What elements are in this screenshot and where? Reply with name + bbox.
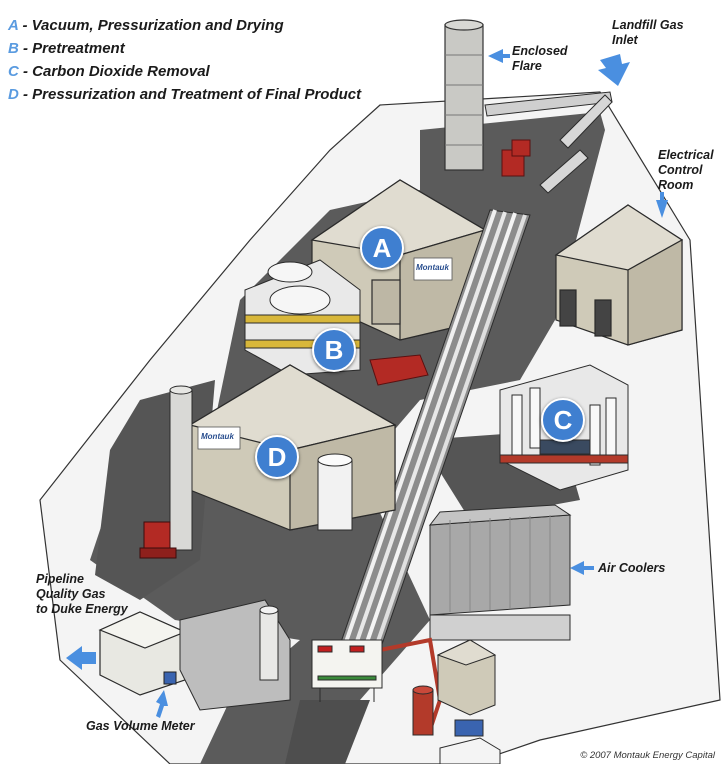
badge-c: C bbox=[541, 398, 585, 442]
gas-meter-arrow bbox=[156, 690, 168, 718]
meter-piping bbox=[179, 599, 291, 711]
legend-letter: A bbox=[8, 17, 19, 34]
gas-volume-meter-label: Gas Volume Meter bbox=[86, 719, 195, 733]
legend-letter: C bbox=[8, 63, 19, 80]
driveway bbox=[285, 700, 370, 764]
flare-body bbox=[444, 24, 484, 171]
red-truck-top-2 bbox=[511, 139, 531, 157]
storage-tank-d bbox=[317, 453, 353, 531]
pump-blue bbox=[454, 719, 484, 737]
legend: A - Vacuum, Pressurization and Drying B … bbox=[8, 14, 361, 106]
legend-letter: D bbox=[8, 86, 19, 103]
legend-text: - Carbon Dioxide Removal bbox=[18, 63, 210, 80]
legend-text: - Pretreatment bbox=[18, 40, 125, 57]
copyright: © 2007 Montauk Energy Capital bbox=[580, 750, 715, 761]
legend-item-a: A - Vacuum, Pressurization and Drying bbox=[8, 14, 361, 37]
building-d-sign-text: Montauk bbox=[201, 432, 234, 441]
badge-d: D bbox=[255, 435, 299, 479]
flare-top bbox=[444, 19, 484, 31]
enclosed-flare-label: Enclosed Flare bbox=[512, 44, 568, 73]
building-a-sign-text: Montauk bbox=[416, 263, 449, 272]
meter-blue-valve bbox=[163, 671, 177, 685]
badge-b: B bbox=[312, 328, 356, 372]
flare-arrow bbox=[488, 49, 510, 63]
upper-pipe-rack bbox=[484, 91, 613, 194]
pipeline-gas-label: Pipeline Quality Gas to Duke Energy bbox=[36, 572, 128, 616]
legend-item-c: C - Carbon Dioxide Removal bbox=[8, 60, 361, 83]
landfill-gas-inlet-label: Landfill Gas Inlet bbox=[612, 18, 684, 47]
white-car bbox=[439, 737, 501, 764]
vent-stack bbox=[169, 385, 193, 551]
air-coolers-arrow bbox=[570, 561, 594, 575]
red-pipe bbox=[379, 637, 443, 731]
pipeline-arrow bbox=[66, 646, 96, 670]
pump-house bbox=[436, 639, 497, 716]
electrical-control-room-label: Electrical Control Room bbox=[658, 148, 714, 192]
building-d-sign bbox=[197, 426, 241, 450]
legend-text: - Pressurization and Treatment of Final … bbox=[18, 86, 362, 103]
legend-letter: B bbox=[8, 40, 19, 57]
electrical-control-room bbox=[554, 204, 684, 346]
main-pipe-rack bbox=[339, 209, 531, 651]
site-sign bbox=[311, 639, 383, 702]
legend-item-d: D - Pressurization and Treatment of Fina… bbox=[8, 83, 361, 106]
air-coolers-label: Air Coolers bbox=[598, 561, 666, 575]
building-a-sign bbox=[413, 257, 453, 281]
air-coolers bbox=[428, 504, 572, 641]
forklift bbox=[139, 521, 177, 559]
callout-arrows bbox=[66, 49, 668, 718]
red-truck-middle bbox=[369, 354, 429, 386]
badge-a: A bbox=[360, 226, 404, 270]
legend-text: - Vacuum, Pressurization and Drying bbox=[18, 17, 284, 34]
control-room-arrow bbox=[656, 192, 668, 218]
inlet-arrow bbox=[598, 54, 630, 86]
legend-item-b: B - Pretreatment bbox=[8, 37, 361, 60]
red-tank bbox=[412, 685, 434, 736]
